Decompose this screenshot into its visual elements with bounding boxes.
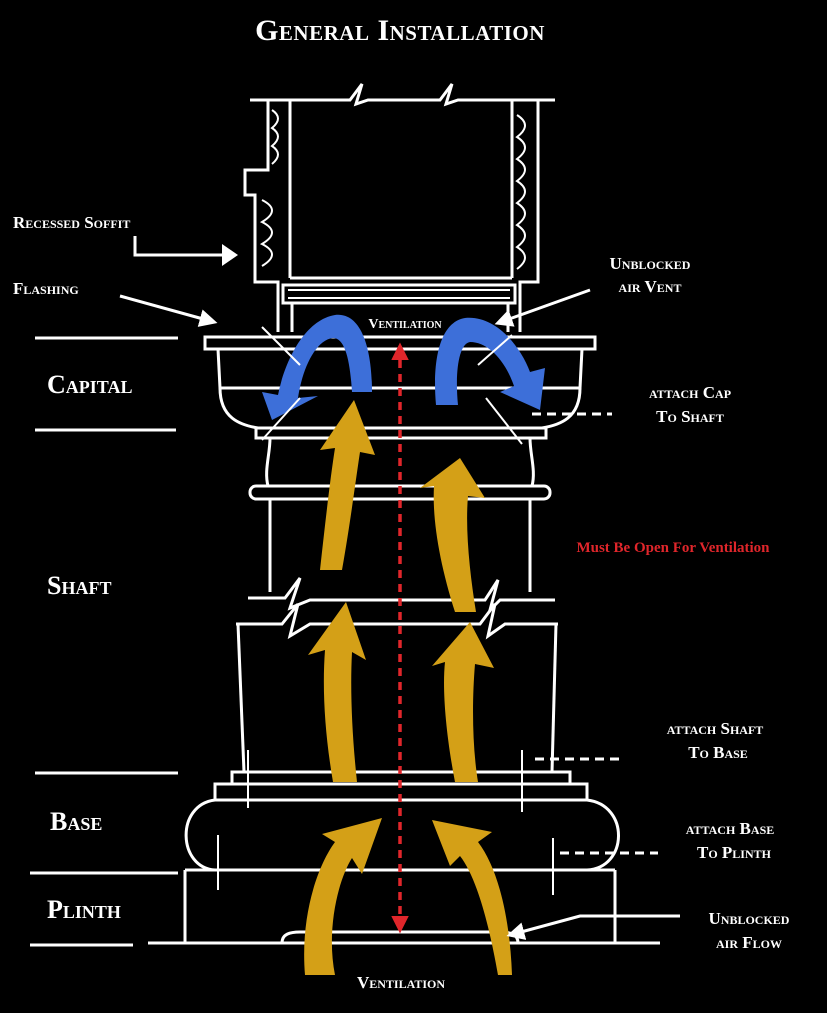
unblocked-air-flow-label-1: Unblocked — [709, 909, 790, 928]
shaft-label: Shaft — [47, 571, 111, 600]
soffit-beam — [243, 83, 555, 332]
air-vent-pointer — [494, 288, 591, 327]
ventilation-bottom-label: Ventilation — [357, 973, 445, 992]
base-shape — [184, 770, 620, 895]
attach-base-label-1: attach Base — [686, 819, 775, 838]
attach-base-label-2: To Plinth — [697, 843, 772, 862]
warm-air-arrow — [420, 458, 485, 612]
flashing-pointer — [119, 294, 218, 327]
section-dividers — [30, 336, 178, 947]
warm-air-arrow — [432, 820, 512, 975]
flashing-label: Flashing — [13, 279, 79, 298]
air-flow-pointer — [506, 914, 680, 940]
warm-air-arrow — [432, 622, 494, 782]
unblocked-air-flow-label-2: air Flow — [716, 933, 782, 952]
plinth-label: Plinth — [47, 895, 121, 924]
page-title: General Installation — [255, 14, 545, 47]
plinth-shape — [148, 868, 660, 945]
capital-label: Capital — [47, 370, 132, 399]
warm-air-arrow — [320, 400, 375, 570]
attach-cap-label-2: To Shaft — [656, 407, 724, 426]
recessed-soffit-label: Recessed Soffit — [13, 213, 130, 232]
unblocked-air-vent-label-2: air Vent — [619, 277, 682, 296]
must-be-open-note: Must Be Open For Ventilation — [576, 540, 770, 556]
warm-air-arrows — [304, 400, 512, 975]
cool-air-arrow — [262, 314, 372, 420]
warm-air-arrow — [308, 602, 366, 782]
ventilation-top-label: Ventilation — [368, 317, 442, 332]
attach-shaft-label-1: attach Shaft — [667, 719, 764, 738]
base-label: Base — [50, 807, 102, 836]
shaft-shape — [236, 437, 558, 812]
capital-hatch — [261, 326, 523, 445]
attach-cap-label-1: attach Cap — [649, 383, 731, 402]
recessed-soffit-pointer — [133, 236, 222, 257]
attach-shaft-label-2: To Base — [688, 743, 748, 762]
recessed-soffit-arrowhead — [222, 244, 238, 266]
cool-air-arrows — [262, 314, 545, 420]
unblocked-air-vent-label-1: Unblocked — [610, 254, 691, 273]
cool-air-arrow — [435, 317, 545, 410]
warm-air-arrow — [304, 818, 382, 975]
